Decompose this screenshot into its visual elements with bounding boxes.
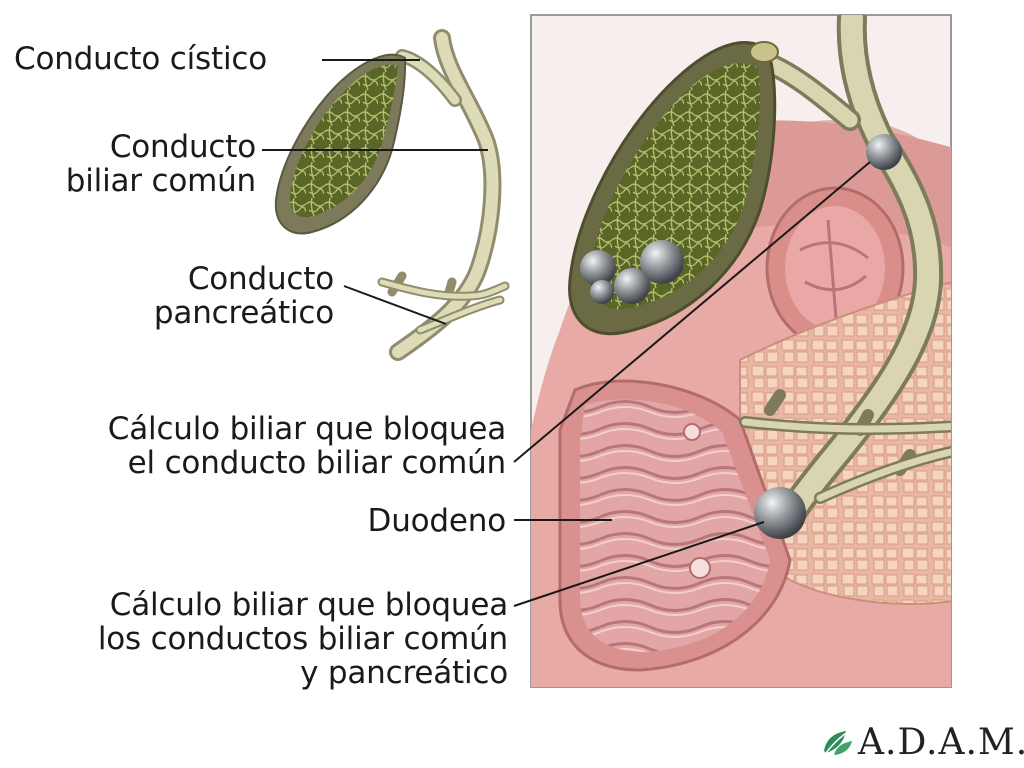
label-line: Conducto	[187, 261, 334, 297]
leader-lines	[262, 59, 871, 607]
gallstone	[580, 250, 616, 286]
label-cystic-duct: Conducto cístico	[14, 42, 267, 76]
label-line: los conductos biliar común	[97, 621, 508, 657]
leader-stone1	[513, 161, 871, 463]
label-stone-both-ducts: Cálculo biliar que bloquea los conductos…	[98, 588, 508, 690]
gallbladder	[568, 41, 779, 336]
label-pancreatic-duct: Conducto pancreático	[154, 262, 334, 330]
label-cystic-duct-text: Conducto cístico	[14, 41, 267, 77]
label-line: pancreático	[153, 295, 334, 331]
leader-stone2	[513, 521, 765, 607]
adam-logo-text: A.D.A.M.	[858, 721, 1024, 763]
label-duodenum-text: Duodeno	[367, 503, 507, 539]
label-line: Cálculo biliar que bloquea	[109, 587, 508, 623]
gallstone	[614, 268, 650, 304]
gallstone-blocking-common-duct	[866, 134, 902, 170]
label-line: biliar común	[65, 163, 256, 199]
label-duodenum: Duodeno	[367, 503, 507, 539]
gallstone-blocking-both-ducts	[754, 487, 806, 539]
duodenum	[558, 379, 792, 672]
label-line: Cálculo biliar que bloquea	[107, 411, 506, 447]
detail-panel	[530, 14, 952, 688]
label-common-bile-duct: Conducto biliar común	[66, 130, 256, 198]
label-line: el conducto biliar común	[127, 445, 507, 481]
gallstone	[640, 240, 684, 284]
small-gallbladder-illustration	[274, 29, 510, 361]
gallstone	[590, 280, 614, 304]
label-stone-common-duct: Cálculo biliar que bloquea el conducto b…	[108, 412, 506, 480]
label-line: y pancreático	[300, 655, 508, 691]
adam-leaf-icon	[824, 731, 852, 755]
gallstones	[580, 134, 902, 539]
label-line: Conducto	[109, 129, 256, 165]
adam-logo: A.D.A.M.	[820, 720, 1024, 764]
leader-pancreatic	[343, 285, 447, 325]
